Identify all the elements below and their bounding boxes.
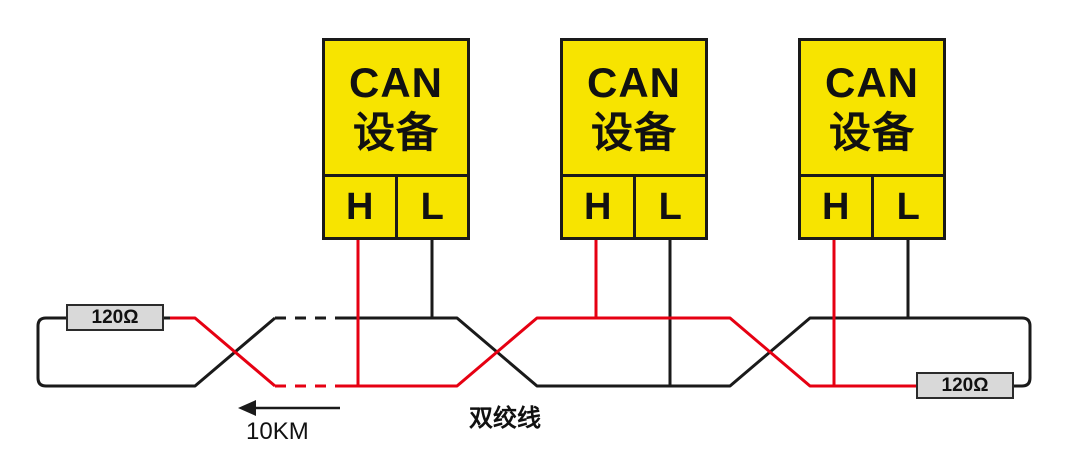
can-device-2-title: CAN 设备 (563, 41, 705, 174)
terminal-h: H (563, 177, 636, 237)
can-device-1-terminals: H L (325, 174, 467, 237)
terminal-h: H (801, 177, 874, 237)
device-title-line1: CAN (349, 58, 443, 106)
twisted-pair-label: 双绞线 (469, 405, 541, 432)
device-title-line2: 设备 (352, 108, 439, 156)
can-device-3: CAN 设备 H L (798, 38, 946, 240)
bus-red-left (170, 316, 276, 388)
device-title-line1: CAN (587, 58, 681, 106)
device-title-line2: 设备 (828, 108, 915, 156)
distance-label: 10KM (246, 418, 309, 445)
terminal-l: L (420, 185, 444, 228)
terminal-h: H (325, 177, 398, 237)
distance-arrow-head (238, 400, 256, 416)
can-device-2-terminals: H L (563, 174, 705, 237)
can-device-2: CAN 设备 H L (560, 38, 708, 240)
terminal-l: L (658, 185, 682, 228)
can-device-3-terminals: H L (801, 174, 943, 237)
terminal-l: L (896, 185, 920, 228)
bus-wire-black (36, 240, 1032, 388)
bus-black-left-loop (36, 316, 276, 388)
bus-wire-red (170, 240, 920, 388)
bus-red-main (345, 316, 920, 388)
can-device-1: CAN 设备 H L (322, 38, 470, 240)
can-device-1-title: CAN 设备 (325, 41, 467, 174)
bus-black-main (345, 316, 1032, 388)
termination-resistor-right: 120Ω (916, 372, 1014, 399)
distance-arrow (238, 400, 340, 416)
termination-resistor-left: 120Ω (66, 304, 164, 331)
device-title-line2: 设备 (590, 108, 677, 156)
can-device-3-title: CAN 设备 (801, 41, 943, 174)
device-title-line1: CAN (825, 58, 919, 106)
